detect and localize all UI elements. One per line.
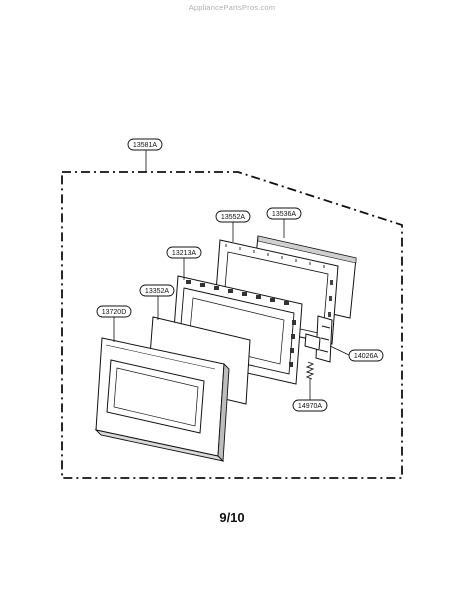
callout-13213A: 13213A xyxy=(166,246,202,259)
callout-14970A: 14970A xyxy=(292,399,328,412)
callout-label: 13352A xyxy=(145,288,169,295)
callout-13352A: 13352A xyxy=(139,284,175,297)
callout-label: 13536A xyxy=(272,211,296,218)
latch-part xyxy=(304,315,333,363)
callout-14026A: 14026A xyxy=(348,349,384,362)
callout-label: 13581A xyxy=(133,142,157,149)
callout-label: 13720D xyxy=(102,309,127,316)
callout-label: 14970A xyxy=(298,403,322,410)
callout-label: 13552A xyxy=(221,214,245,221)
callout-label: 14026A xyxy=(354,353,378,360)
callout-13536A: 13536A xyxy=(266,207,302,220)
callout-13552A: 13552A xyxy=(215,210,251,223)
callout-13720D: 13720D xyxy=(96,305,132,318)
leader-lines xyxy=(113,150,350,400)
spring-part xyxy=(305,361,315,380)
watermark: AppliancePartsPros.com xyxy=(188,3,276,12)
door-front-part xyxy=(94,337,230,463)
callout-label: 13213A xyxy=(172,250,196,257)
callout-13581A: 13581A xyxy=(127,138,163,151)
assembly-boundary xyxy=(61,171,403,479)
page-number: 9/10 xyxy=(219,510,245,525)
